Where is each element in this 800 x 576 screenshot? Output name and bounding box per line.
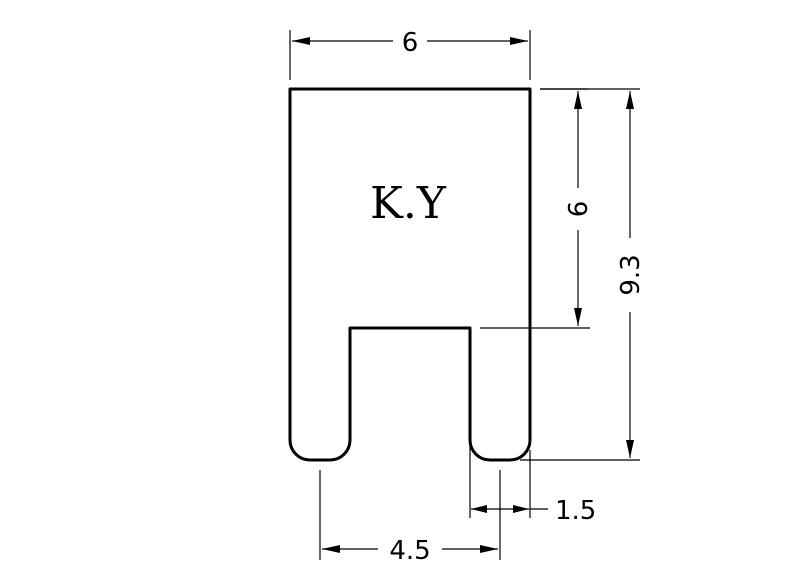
dimension-label-body-height: 6 (564, 201, 594, 218)
dimension-label-top-width: 6 (402, 28, 419, 58)
dimension-total-height: 9.3 (520, 88, 646, 461)
dimension-label-total-height: 9.3 (616, 254, 646, 295)
dimension-leg-width: 1.5 (469, 446, 596, 526)
dimension-leg-spacing: 4.5 (319, 470, 501, 566)
dimension-label-leg-width: 1.5 (555, 496, 596, 526)
dimension-top-width: 6 (289, 28, 531, 80)
dimension-label-leg-spacing: 4.5 (389, 536, 430, 566)
part-marking: K.Y (370, 178, 447, 229)
dimension-body-height: 6 (480, 88, 594, 329)
part-outline (288, 87, 532, 462)
